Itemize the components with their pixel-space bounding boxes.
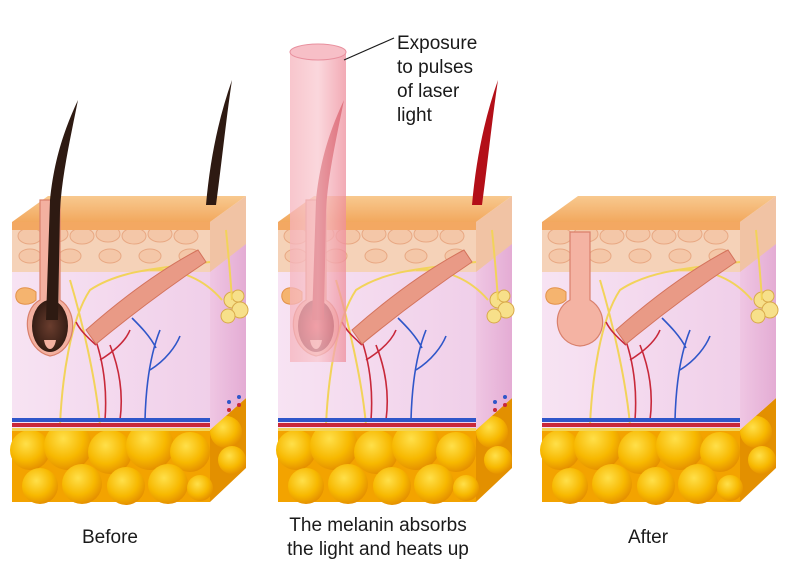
svg-text:of laser: of laser bbox=[397, 81, 460, 102]
skin-surface bbox=[542, 196, 776, 222]
caption-after: After bbox=[628, 527, 669, 548]
svg-text:The melanin absorbs: The melanin absorbs bbox=[289, 515, 466, 536]
panel-before bbox=[10, 80, 248, 505]
hair-shaft-surface bbox=[206, 80, 232, 205]
hair-shaft-surface-heated bbox=[472, 80, 498, 205]
svg-text:to pulses: to pulses bbox=[397, 57, 473, 78]
caption-during: The melanin absorbs the light and heats … bbox=[287, 515, 469, 560]
panel-after bbox=[540, 196, 778, 505]
laser-callout-text: Exposure to pulses of laser light bbox=[397, 33, 477, 126]
laser-beam bbox=[290, 44, 346, 362]
svg-text:Exposure: Exposure bbox=[397, 33, 477, 54]
callout-pointer bbox=[344, 38, 394, 60]
caption-before: Before bbox=[82, 527, 138, 548]
sebaceous-gland bbox=[16, 288, 36, 305]
svg-text:the light and heats up: the light and heats up bbox=[287, 539, 469, 560]
panel-during bbox=[276, 38, 514, 505]
svg-text:light: light bbox=[397, 105, 433, 126]
sebaceous-gland bbox=[546, 288, 566, 305]
